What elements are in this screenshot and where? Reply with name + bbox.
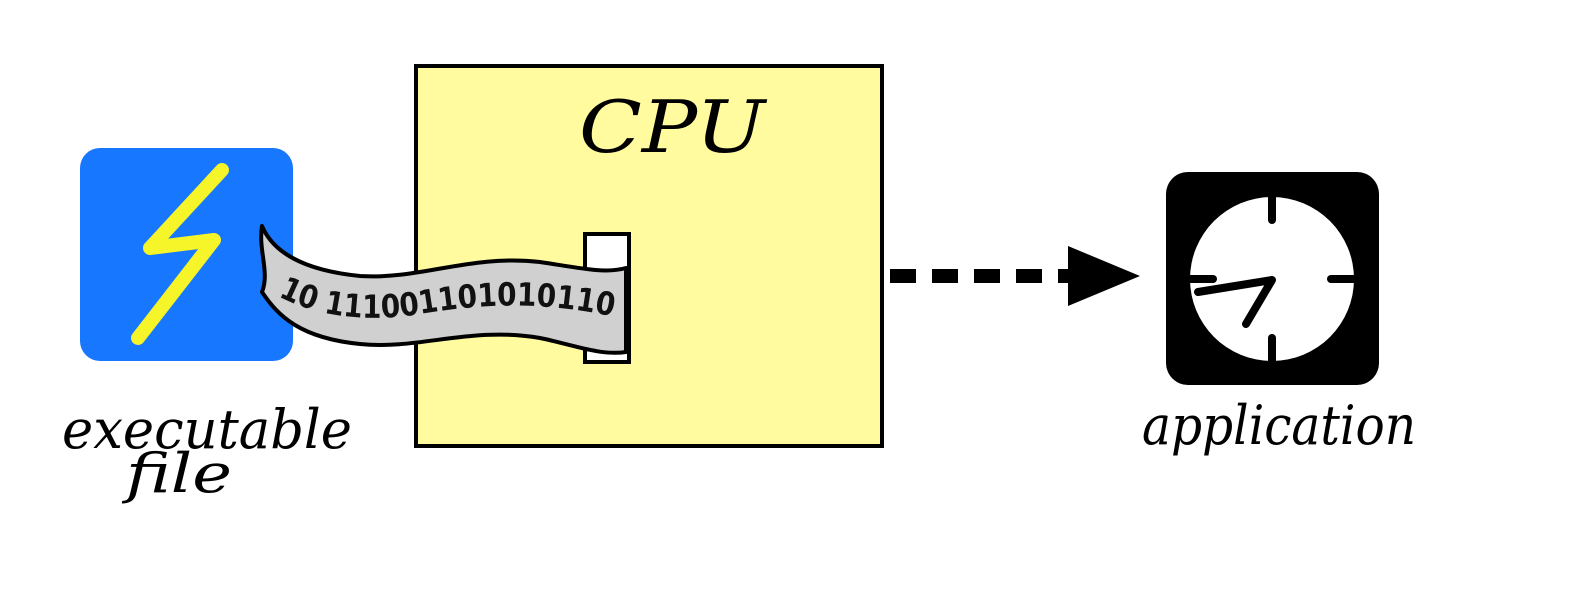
cpu-label: CPU — [579, 85, 768, 169]
executable-label-line2: file — [121, 442, 232, 505]
clock-icon — [1186, 193, 1358, 365]
lightning-bolt-icon — [131, 163, 229, 345]
executable-icon-background — [80, 148, 293, 361]
cpu-block: CPU — [414, 64, 884, 448]
executable-file-icon — [80, 148, 293, 361]
cpu-box — [414, 64, 884, 448]
binary-tape-ribbon — [259, 224, 628, 355]
arrow-head — [1068, 246, 1140, 306]
output-arrow — [890, 246, 1140, 306]
application-icon — [1166, 172, 1379, 385]
binary-tape: 10 111001101010110 — [259, 224, 628, 355]
executable-label-line1: executable — [62, 398, 352, 461]
application-label: application — [1142, 394, 1416, 457]
